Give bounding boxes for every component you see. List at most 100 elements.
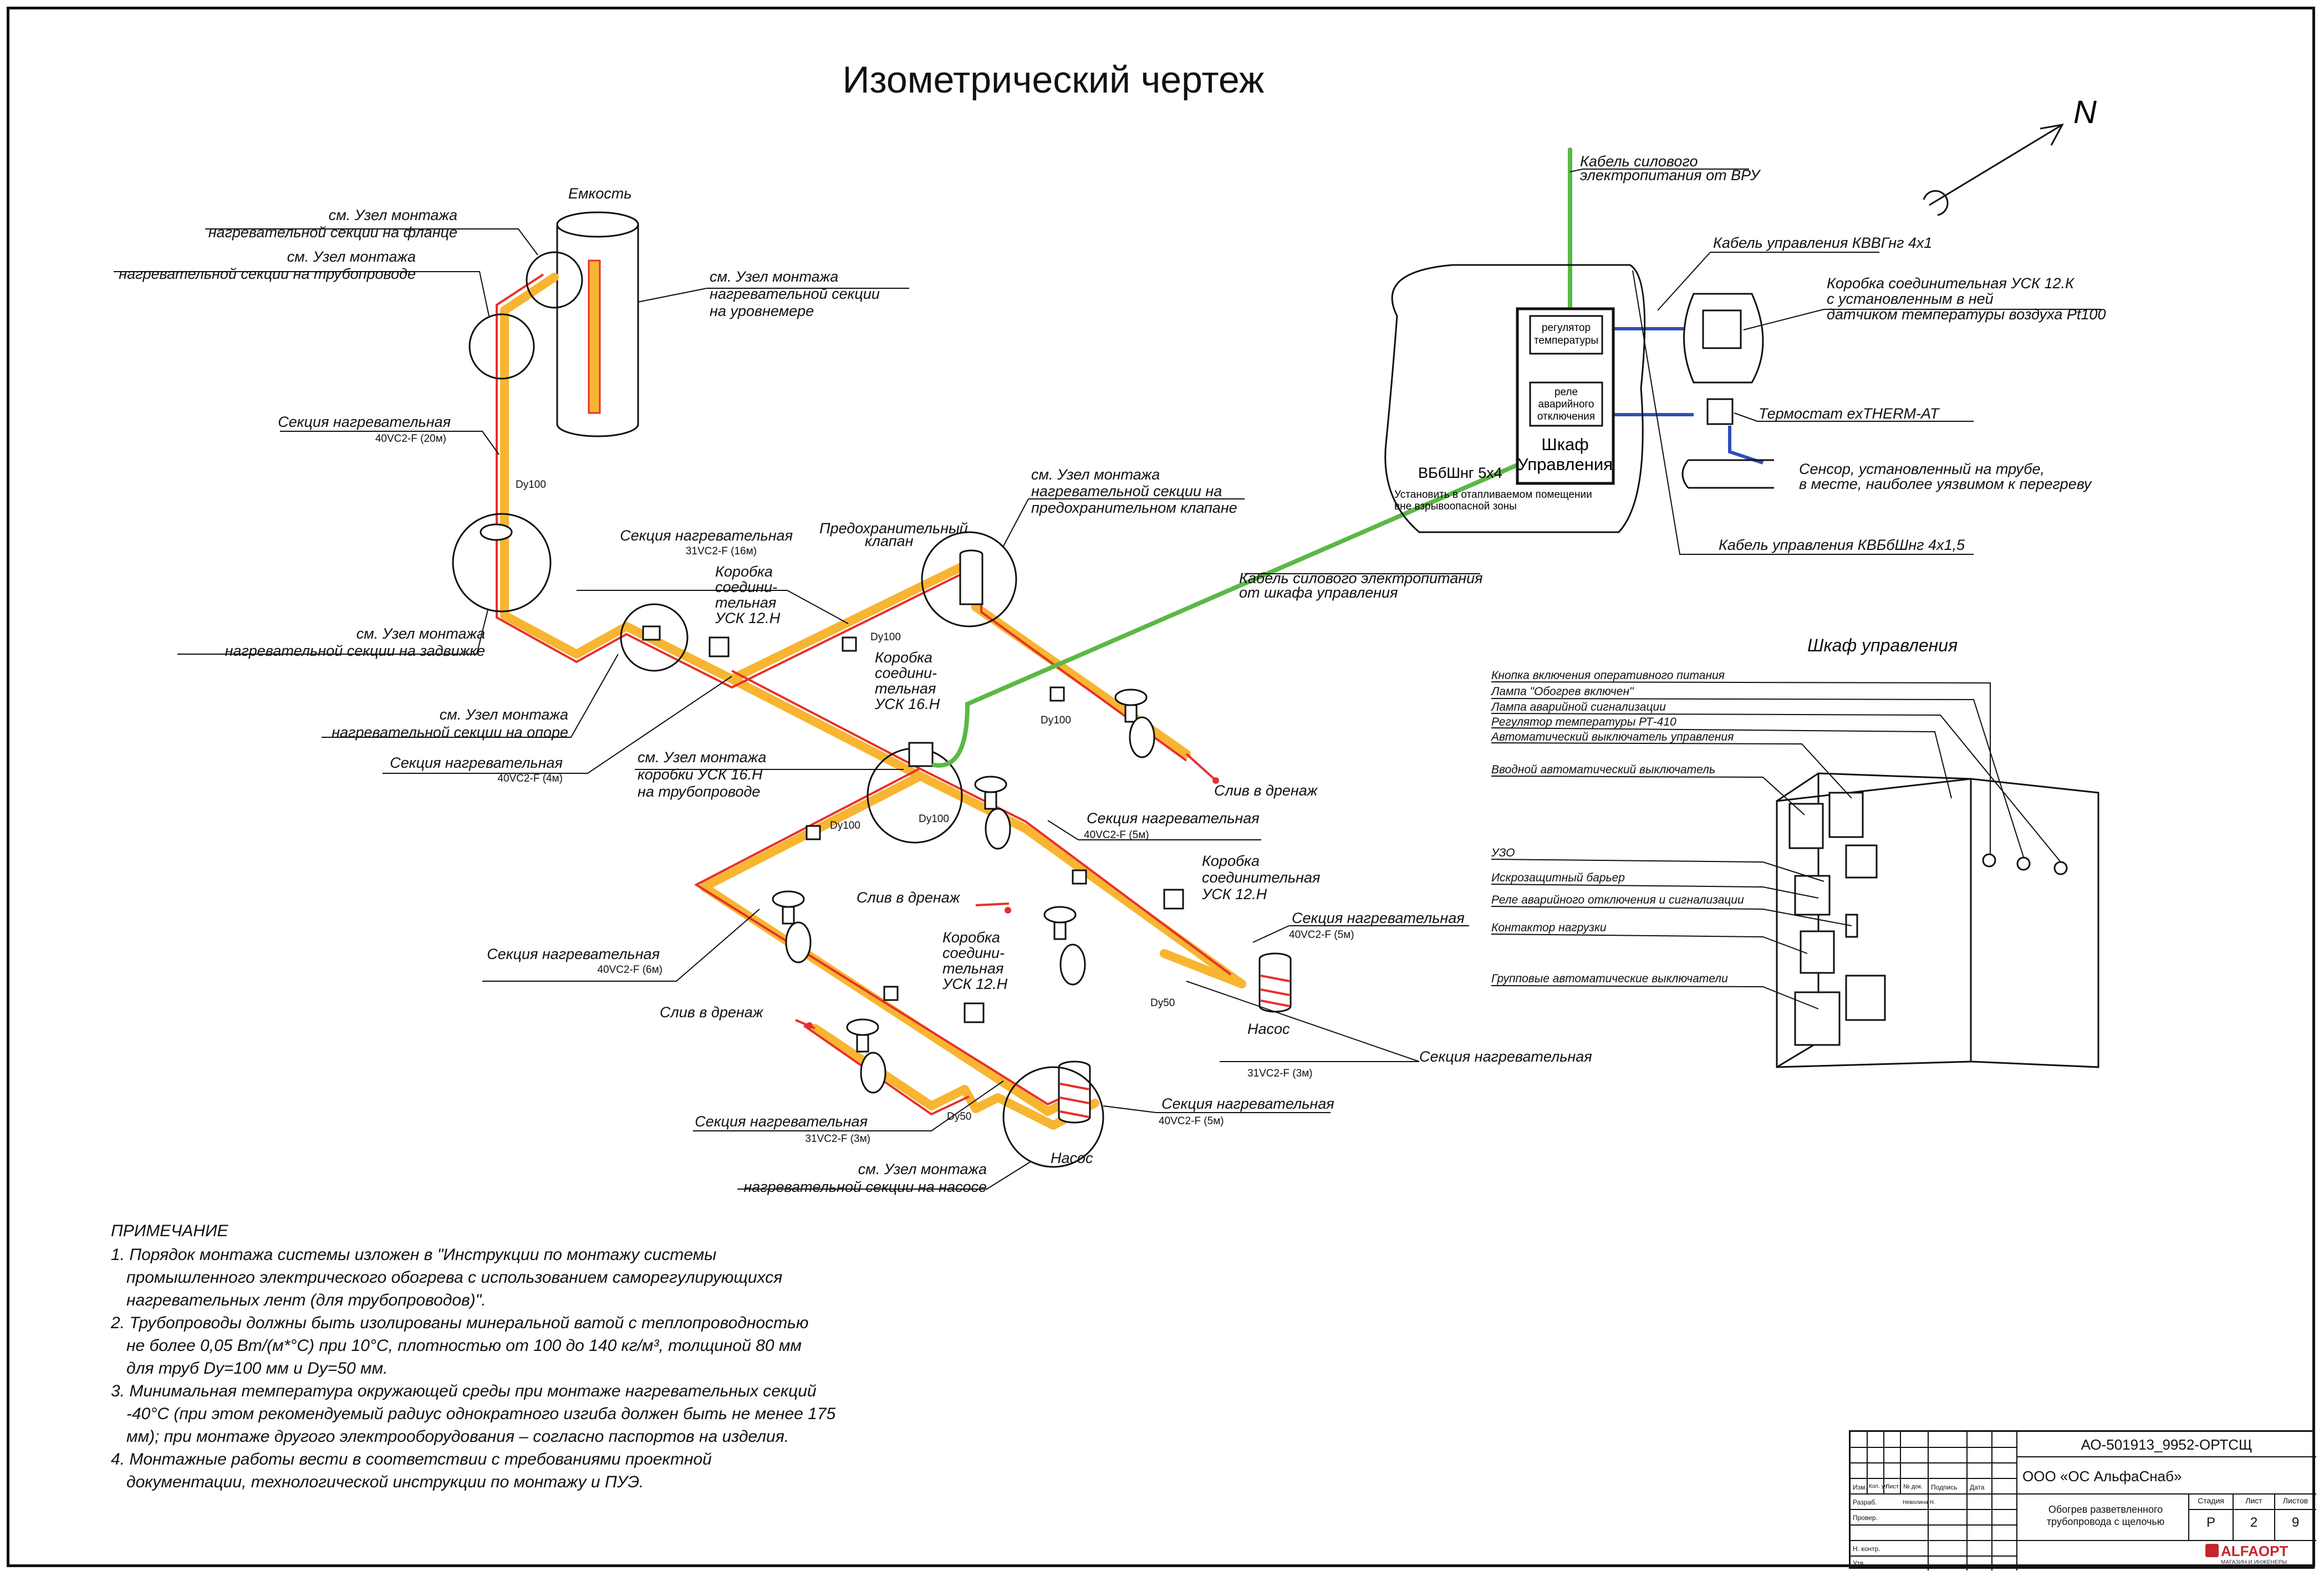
stamp-desc-2: трубопровода с щелочью xyxy=(2046,1516,2165,1527)
label-box12a-2: соедини- xyxy=(715,579,777,595)
label-pump-1: Насос xyxy=(1247,1021,1290,1037)
stamp-sheets: 9 xyxy=(2291,1515,2300,1530)
label-sec3b: Секция нагревательная xyxy=(695,1113,868,1130)
power-cable xyxy=(932,147,1572,768)
note-2a: 2. Трубопроводы должны быть изолированы … xyxy=(111,1314,809,1332)
label-ctrl-1: Кабель управления КВВГнг 4х1 xyxy=(1713,234,1932,251)
notes-heading: ПРИМЕЧАНИЕ xyxy=(111,1222,228,1240)
label-dy50-b: Dy50 xyxy=(947,1111,971,1123)
cabinet-components xyxy=(1788,792,1886,1046)
label-cabinet-title: Шкаф управления xyxy=(1807,635,1958,655)
label-flange-2: нагревательной секции на фланце xyxy=(208,224,457,241)
label-drain-2: Слив в дренаж xyxy=(857,889,961,906)
label-sec5b-spec: 40VC2-F (5м) xyxy=(1289,929,1354,941)
cabinet-label: Шкаф xyxy=(1541,435,1588,454)
label-box12c-1: Коробка xyxy=(942,929,1000,946)
label-vbb: ВБбШнг 5х4 xyxy=(1418,465,1502,481)
stamp-col-3: Лист xyxy=(1885,1483,1899,1490)
label-cab-c9: Реле аварийного отключения и сигнализаци… xyxy=(1491,894,1744,906)
label-jbox-2: с установленным в ней xyxy=(1827,290,1994,307)
cabinet-label-2: Управления xyxy=(1517,455,1613,474)
label-box12c-3: тельная xyxy=(942,960,1003,977)
stamp-code: АО-501913_9952-ОРТСЩ xyxy=(2081,1436,2252,1453)
drawing-frame xyxy=(7,7,2315,1567)
label-pipe-1: см. Узел монтажа xyxy=(287,248,416,265)
stamp-sheets-header: Листов xyxy=(2282,1496,2308,1505)
label-cab-c8: Искрозащитный барьер xyxy=(1491,871,1625,884)
label-dy100-e: Dy100 xyxy=(919,813,949,825)
valves xyxy=(480,523,1155,1094)
label-drain-1: Слив в дренаж xyxy=(1214,782,1318,799)
label-level-3: на уровнемере xyxy=(710,303,814,319)
label-dy100-b: Dy100 xyxy=(870,631,901,643)
label-box12b-1: Коробка xyxy=(1202,853,1260,869)
note-1b: промышленного электрического обогрева с … xyxy=(126,1268,783,1287)
title-block-grid xyxy=(1851,1432,2316,1570)
label-box16-b: соедини- xyxy=(875,665,937,681)
label-box12a-3: тельная xyxy=(715,594,776,611)
label-box16n-3: на трубопроводе xyxy=(638,783,760,800)
stamp-stage: Р xyxy=(2206,1515,2215,1530)
label-dy100-d: Dy100 xyxy=(830,820,860,832)
label-dy50-a: Dy50 xyxy=(1150,997,1175,1009)
stamp-col-1: Изм. xyxy=(1853,1483,1867,1491)
label-sec16-spec: 31VC2-F (16м) xyxy=(686,545,757,557)
label-jbox-3: датчиком температуры воздуха Pt100 xyxy=(1827,306,2106,323)
stamp-row-approved: Утв. xyxy=(1853,1559,1866,1567)
label-box16-a: Коробка xyxy=(875,649,932,666)
stamp-row-checked: Провер. xyxy=(1853,1514,1878,1522)
drain-end-1 xyxy=(1212,777,1219,784)
label-power-cab-1: Кабель силового электропитания xyxy=(1239,570,1483,586)
regulator-label-2: температуры xyxy=(1534,335,1598,346)
label-safn-1: см. Узел монтажа xyxy=(1031,466,1160,483)
label-box16-d: УСК 16.Н xyxy=(874,696,940,712)
note-2b: не более 0,05 Вт/(м*°С) при 10°С, плотно… xyxy=(126,1337,802,1355)
label-box12a-1: Коробка xyxy=(715,563,773,580)
label-sec4-spec: 40VC2-F (4м) xyxy=(497,773,563,784)
temperature-regulator xyxy=(1529,315,1603,355)
note-4b: документации, технологической инструкции… xyxy=(126,1473,644,1491)
label-sec20: Секция нагревательная xyxy=(278,414,451,430)
label-install-2: вне взрывоопасной зоны xyxy=(1394,501,1517,512)
label-cab-c2: Лампа "Обогрев включен" xyxy=(1490,685,1634,698)
north-label: N xyxy=(2073,94,2097,130)
pump-cable xyxy=(1059,975,1290,1118)
note-4a: 4. Монтажные работы вести в соответствии… xyxy=(111,1450,712,1468)
label-cab-c10: Контактор нагрузки xyxy=(1491,921,1607,934)
stamp-desc-1: Обогрев разветвленного xyxy=(2048,1504,2163,1515)
label-level-2: нагревательной секции xyxy=(710,285,880,302)
label-sec16: Секция нагревательная xyxy=(620,527,793,544)
ysk12k-box xyxy=(1702,309,1742,349)
relay-label-2: аварийного xyxy=(1538,399,1594,410)
stamp-col-2: Кол. уч xyxy=(1869,1483,1887,1490)
north-arrow xyxy=(1923,123,2064,216)
note-2c: для труб Dy=100 мм и Dy=50 мм. xyxy=(126,1359,388,1378)
stamp-col-6: Дата xyxy=(1970,1483,1985,1491)
note-1a: 1. Порядок монтажа системы изложен в "Ин… xyxy=(111,1246,717,1264)
label-safety-2: клапан xyxy=(865,533,914,549)
label-cab-c4: Регулятор температуры РТ-410 xyxy=(1491,716,1676,728)
label-safn-3: предохранительном клапане xyxy=(1031,499,1237,516)
stamp-row-norm: Н. контр. xyxy=(1853,1545,1880,1553)
label-valve-2: нагревательной секции на задвижке xyxy=(225,642,485,659)
label-box16n-2: коробки УСК 16.Н xyxy=(638,766,763,783)
title-block: АО-501913_9952-ОРТСЩ ООО «ОС АльфаСнаб» … xyxy=(1849,1430,2316,1570)
label-cab-c3: Лампа аварийной сигнализации xyxy=(1490,701,1666,713)
label-tank: Емкость xyxy=(568,185,631,202)
relay-label-3: отключения xyxy=(1537,411,1595,422)
cabinet-door-lamps xyxy=(1982,853,2068,875)
emergency-relay xyxy=(1529,381,1603,427)
stamp-row-developer: Разраб. xyxy=(1853,1498,1877,1506)
stamp-stage-header: Стадия xyxy=(2198,1496,2224,1505)
cabinet-leaders xyxy=(1491,681,2061,1009)
label-cab-c1: Кнопка включения оперативного питания xyxy=(1491,669,1725,682)
label-sec3a: Секция нагревательная xyxy=(1419,1048,1592,1065)
safety-valve xyxy=(959,549,983,605)
label-safety-1: Предохранительный xyxy=(819,520,968,537)
stamp-sheet-header: Лист xyxy=(2245,1496,2262,1505)
sensor-pipe xyxy=(1681,459,1774,489)
label-sec3a-spec: 31VC2-F (3м) xyxy=(1247,1068,1313,1079)
regulator-label: регулятор xyxy=(1542,322,1591,334)
label-thermostat: Термостат exTHERM-AT xyxy=(1759,405,1940,422)
